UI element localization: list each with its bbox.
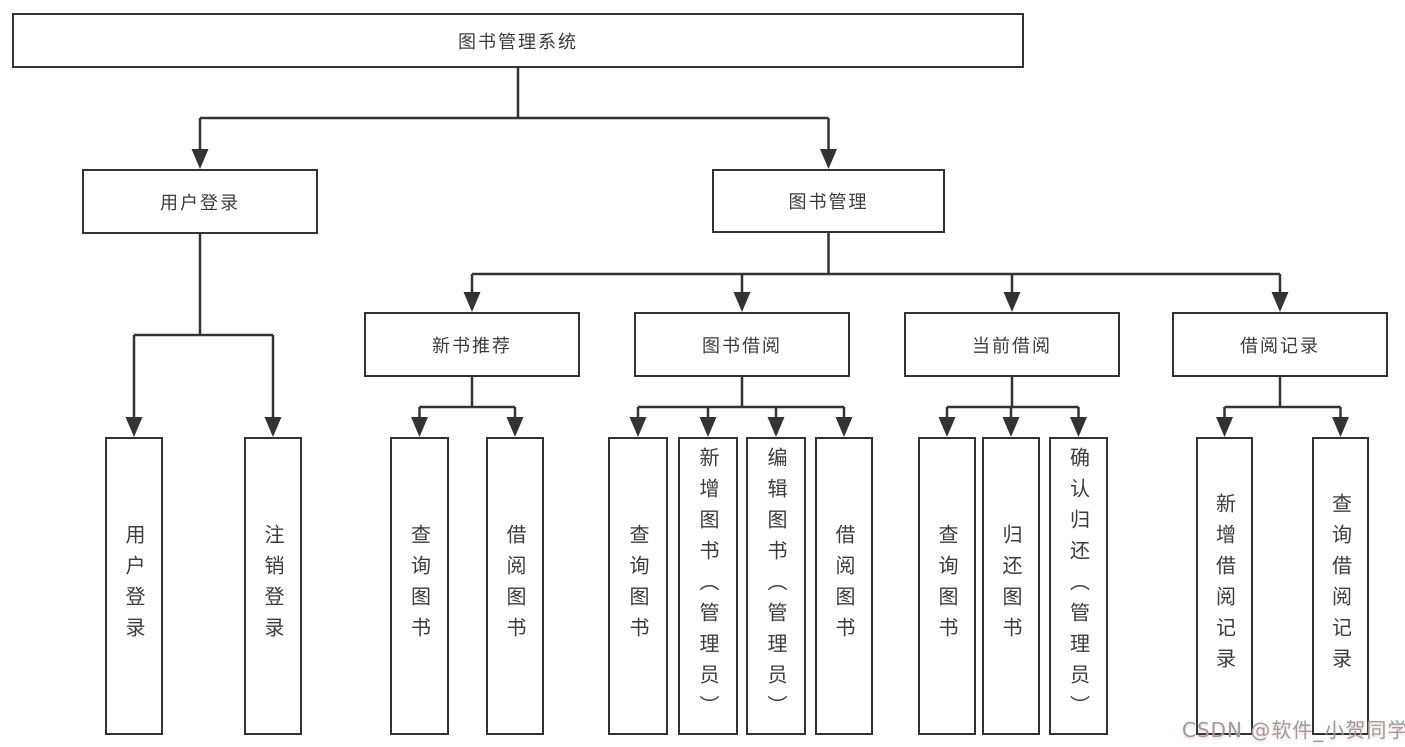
node-label-cb-return: 归还图书 [999,524,1023,648]
node-borrow-rec: 借阅记录 [1172,312,1388,377]
arrowhead-bb-edit [767,417,785,437]
arrowhead-bb-add [699,417,717,437]
node-label-nb-query: 查询图书 [407,524,432,648]
node-nb-query: 查询图书 [390,437,449,735]
arrowhead-cb-query [938,417,956,437]
node-rec-add: 新增借阅记录 [1196,437,1253,735]
arrowhead-nb-borrow [506,417,524,437]
node-new-book: 新书推荐 [364,312,580,377]
node-label-borrow-rec: 借阅记录 [1240,335,1320,357]
arrowhead-rec-query [1332,417,1349,437]
arrowhead-book-borrow [733,292,751,312]
arrowhead-logout [264,417,282,437]
node-nb-borrow: 借阅图书 [486,437,544,735]
edge-borrow-rec [1216,377,1349,437]
arrowhead-login [125,417,143,437]
node-label-login: 用户登录 [122,524,146,648]
node-cb-return: 归还图书 [982,437,1040,735]
arrowhead-new-book [463,292,481,312]
node-login: 用户登录 [105,437,163,735]
node-label-bb-query: 查询图书 [626,524,650,648]
arrowhead-cb-confirm [1070,417,1087,437]
arrowhead-rec-add [1216,417,1233,437]
node-label-new-book: 新书推荐 [432,335,512,357]
node-user-login: 用户登录 [82,169,318,234]
node-label-cb-confirm: 确认归还（管理员） [1066,446,1091,726]
node-label-rec-query: 查询借阅记录 [1328,493,1353,679]
node-label-cb-query: 查询图书 [935,524,959,648]
node-label-book-borrow: 图书借阅 [702,335,782,357]
arrowhead-bb-query [629,417,647,437]
node-book-borrow: 图书借阅 [634,312,850,377]
arrowhead-cur-borrow [1003,292,1021,312]
node-bb-borrow: 借阅图书 [815,437,873,735]
edge-book-mgmt [463,233,1289,312]
node-label-nb-borrow: 借阅图书 [503,524,527,648]
node-rec-query: 查询借阅记录 [1312,437,1369,735]
node-root: 图书管理系统 [12,13,1024,68]
watermark-text: CSDN @软件_小贺同学 [1182,718,1405,742]
arrowhead-book-mgmt [820,149,837,169]
node-logout: 注销登录 [244,437,302,735]
node-label-user-login: 用户登录 [160,192,240,214]
node-label-bb-edit: 编辑图书（管理员） [764,446,788,726]
arrowhead-cb-return [1002,417,1020,437]
node-label-cur-borrow: 当前借阅 [972,335,1052,357]
node-cb-confirm: 确认归还（管理员） [1049,437,1108,735]
node-label-bb-add: 新增图书（管理员） [696,446,720,726]
node-cur-borrow: 当前借阅 [904,312,1120,377]
arrowhead-user-login [191,149,209,169]
edge-root [191,68,837,169]
node-book-mgmt: 图书管理 [712,169,945,233]
edge-new-book [411,377,524,437]
arrowhead-bb-borrow [835,417,853,437]
node-label-rec-add: 新增借阅记录 [1212,493,1237,679]
edge-user-login [125,234,282,437]
node-label-book-mgmt: 图书管理 [788,192,869,213]
node-bb-edit: 编辑图书（管理员） [746,437,806,735]
node-label-bb-borrow: 借阅图书 [832,524,856,648]
edge-cur-borrow [938,377,1087,437]
edge-book-borrow [629,377,853,437]
node-cb-query: 查询图书 [918,437,976,735]
node-bb-add: 新增图书（管理员） [678,437,738,735]
node-label-logout: 注销登录 [261,524,285,648]
node-label-root: 图书管理系统 [458,31,578,53]
arrowhead-nb-query [411,417,428,437]
node-bb-query: 查询图书 [608,437,668,735]
arrowhead-borrow-rec [1271,292,1289,312]
